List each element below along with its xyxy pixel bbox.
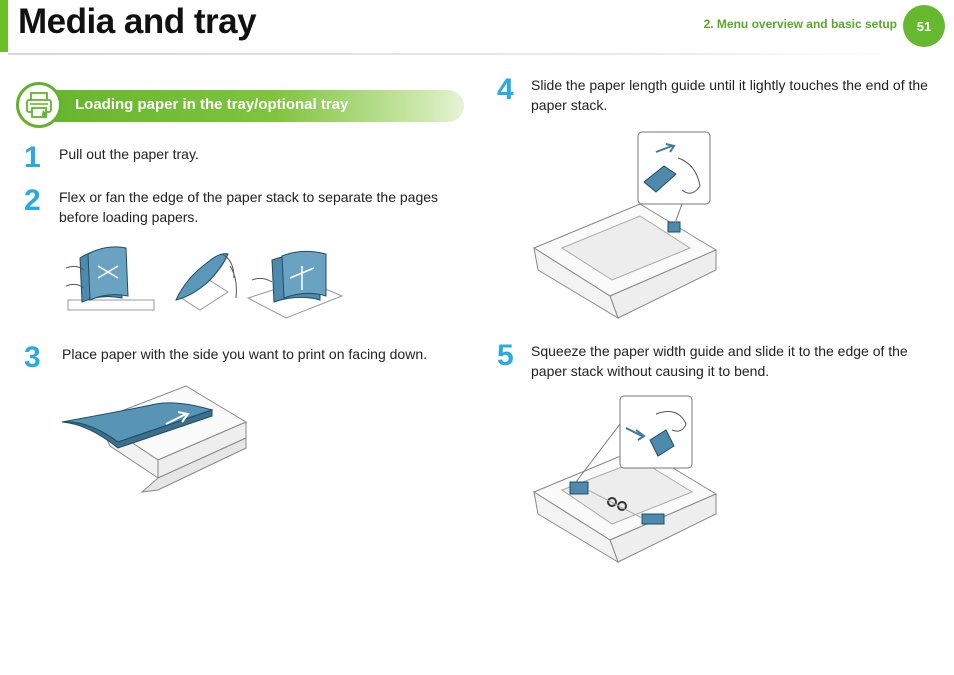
step-number: 3 bbox=[24, 341, 41, 374]
width-guide-illustration bbox=[532, 395, 718, 564]
page-number-badge: 51 bbox=[903, 5, 945, 47]
fan-paper-illustration bbox=[65, 246, 344, 319]
header-divider bbox=[8, 53, 900, 55]
section-title: Loading paper in the tray/optional tray bbox=[75, 96, 349, 113]
step-text: Pull out the paper tray. bbox=[59, 146, 199, 162]
header-accent-bar bbox=[0, 0, 8, 52]
page-title: Media and tray bbox=[18, 2, 257, 41]
section-banner bbox=[44, 90, 464, 122]
step-number: 4 bbox=[497, 73, 514, 106]
place-paper-tray-illustration bbox=[61, 385, 248, 493]
step-text: Slide the paper length guide until it li… bbox=[531, 77, 928, 113]
step-text: Place paper with the side you want to pr… bbox=[62, 346, 427, 362]
printer-icon bbox=[16, 82, 62, 128]
step-text: Flex or fan the edge of the paper stack … bbox=[59, 189, 439, 225]
step-number: 5 bbox=[497, 339, 514, 372]
length-guide-illustration bbox=[532, 131, 718, 320]
step-number: 1 bbox=[24, 141, 41, 174]
step-text: Squeeze the paper width guide and slide … bbox=[531, 343, 908, 379]
step-number: 2 bbox=[24, 184, 41, 217]
chapter-label[interactable]: 2. Menu overview and basic setup bbox=[703, 17, 897, 31]
